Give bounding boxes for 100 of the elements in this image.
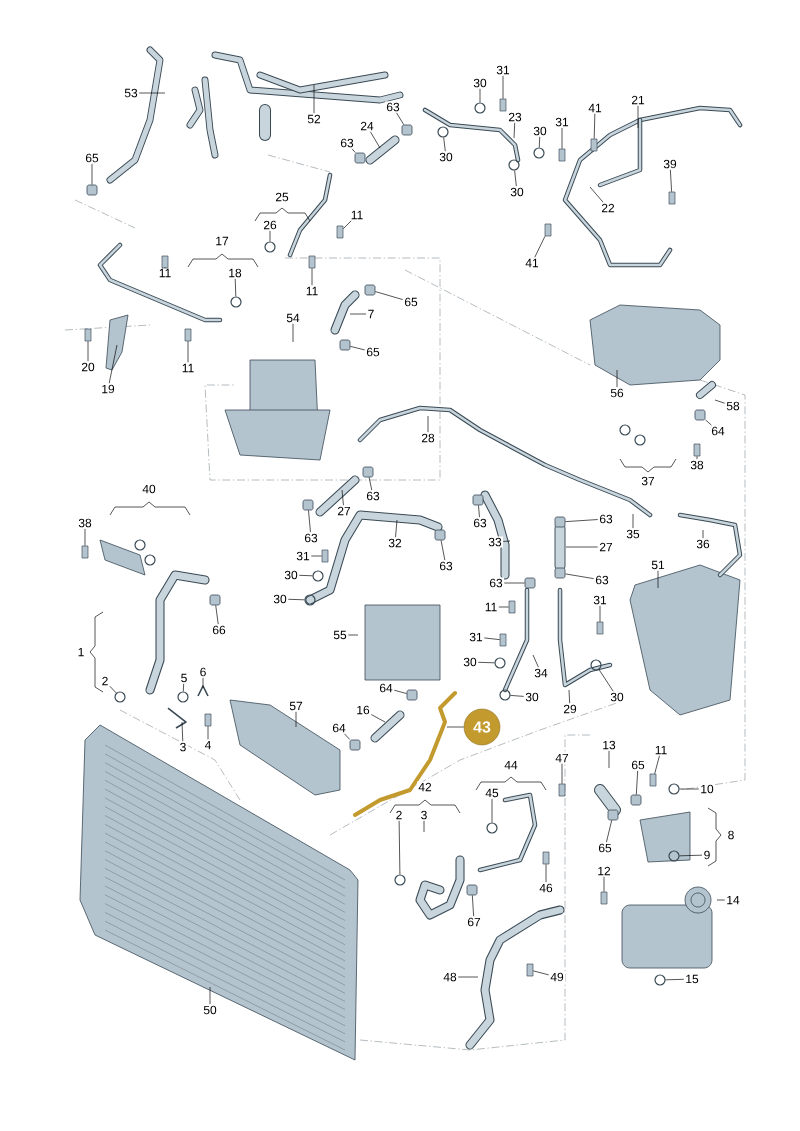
- bolt: [590, 138, 598, 152]
- leader-line: [308, 510, 311, 533]
- callout-number: 47: [554, 752, 570, 764]
- leader-line: [538, 136, 541, 148]
- leader-line: [616, 369, 618, 388]
- callout-number: 63: [598, 513, 614, 525]
- callout-number: 55: [332, 629, 348, 641]
- callout-number: 30: [509, 186, 525, 198]
- callout-number: 30: [532, 125, 548, 137]
- hose-clamp: [86, 184, 98, 196]
- leader-line: [202, 677, 204, 689]
- leader-line: [477, 661, 495, 664]
- callout-number: 14: [725, 894, 741, 906]
- callout-number: 54: [285, 312, 301, 324]
- callout-number: 18: [227, 267, 243, 279]
- callout-number: 39: [662, 158, 678, 170]
- o-ring: [654, 974, 666, 986]
- leader-line: [637, 105, 639, 129]
- leader-line: [514, 170, 517, 187]
- callout-number: 11: [483, 601, 499, 613]
- callout-number: 65: [84, 152, 100, 164]
- hose-clamp: [406, 689, 418, 701]
- callout-number: 35: [625, 528, 641, 540]
- callout-number: 1: [76, 646, 86, 658]
- leader-line: [370, 714, 386, 723]
- o-ring: [494, 657, 506, 669]
- leader-line: [215, 605, 219, 625]
- callout-number: 9: [702, 849, 712, 861]
- callout-number: 34: [533, 667, 549, 679]
- bolt: [649, 773, 657, 787]
- leader-line: [393, 689, 407, 694]
- leader-line: [635, 770, 638, 795]
- callout-number: 31: [468, 631, 484, 643]
- bolt: [526, 963, 534, 977]
- hose-clamp: [472, 494, 484, 506]
- leader-line: [182, 683, 185, 692]
- leader-line: [714, 399, 726, 404]
- callout-number: 38: [689, 459, 705, 471]
- leader-line: [349, 313, 367, 315]
- callout-number: 2: [394, 809, 404, 821]
- bolt: [542, 851, 550, 865]
- leader-line: [298, 574, 313, 577]
- callout-number: 30: [462, 656, 478, 668]
- callout-number: 66: [211, 624, 227, 636]
- callout-number: 2: [100, 675, 110, 687]
- callout-number: 58: [725, 400, 741, 412]
- leader-line: [181, 721, 184, 742]
- o-ring: [304, 594, 316, 606]
- leader-line: [207, 726, 209, 740]
- callout-number: 41: [587, 102, 603, 114]
- o-ring: [668, 850, 680, 862]
- leader-line: [565, 546, 599, 548]
- leader-line: [234, 278, 237, 297]
- callout-number: 63: [339, 137, 355, 149]
- leader-line: [568, 689, 571, 704]
- callout-number: 11: [653, 744, 669, 756]
- leader-line: [679, 854, 703, 857]
- callout-number: 31: [554, 116, 570, 128]
- callout-number: 65: [630, 759, 646, 771]
- leader-line: [108, 344, 118, 384]
- o-ring: [533, 147, 545, 159]
- callout-number: 63: [438, 560, 454, 572]
- callout-number: 12: [596, 865, 612, 877]
- callout-number: 52: [306, 113, 322, 125]
- callout-number: 30: [524, 691, 540, 703]
- leader-line: [716, 899, 726, 901]
- callout-number: 67: [466, 916, 482, 928]
- hose-clamp: [339, 339, 351, 351]
- bolt: [308, 255, 316, 269]
- callout-number: 42: [417, 781, 433, 793]
- hose-clamp: [354, 152, 366, 164]
- o-ring: [114, 691, 126, 703]
- callout-number: 37: [640, 475, 656, 487]
- leader-line: [351, 148, 356, 153]
- leader-line: [545, 864, 547, 883]
- callout-number: 50: [202, 1004, 218, 1016]
- o-ring: [312, 570, 324, 582]
- leader-line: [561, 127, 563, 149]
- leader-line: [472, 895, 474, 917]
- hose-clamp: [607, 809, 619, 821]
- callout-number: 64: [331, 722, 347, 734]
- leader-line: [341, 489, 344, 506]
- leader-line: [310, 555, 322, 557]
- leader-line: [350, 346, 366, 351]
- callout-number: 38: [77, 517, 93, 529]
- leader-line: [368, 477, 373, 491]
- leader-line: [632, 513, 634, 529]
- leader-line: [670, 169, 672, 192]
- bolt: [499, 633, 507, 647]
- bolt: [184, 328, 192, 342]
- callout-number: 30: [438, 151, 454, 163]
- leader-line: [478, 505, 480, 518]
- bolt: [508, 600, 516, 614]
- leader-line: [608, 750, 610, 769]
- callout-number: 13: [601, 739, 617, 751]
- callout-number: 64: [710, 425, 726, 437]
- leader-line: [532, 654, 539, 668]
- o-ring: [474, 102, 486, 114]
- callout-number: 63: [594, 574, 610, 586]
- callout-number: 65: [365, 346, 381, 358]
